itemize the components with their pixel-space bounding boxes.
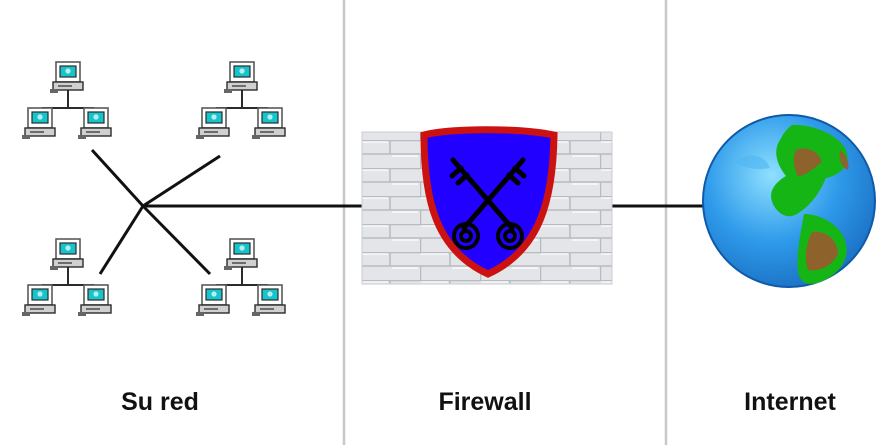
firewall-icon xyxy=(361,126,613,285)
network-links xyxy=(90,148,705,276)
label-firewall: Firewall xyxy=(438,388,532,416)
label-your-network: Su red xyxy=(121,388,199,416)
computer-cluster-bottom-right xyxy=(196,239,285,316)
shield-with-crossed-keys-icon xyxy=(420,126,558,278)
computer-cluster-top-right xyxy=(196,62,285,139)
label-internet: Internet xyxy=(744,388,836,416)
computer-cluster-top-left xyxy=(22,62,111,139)
globe-icon xyxy=(702,114,876,288)
computer-cluster-bottom-left xyxy=(22,239,111,316)
